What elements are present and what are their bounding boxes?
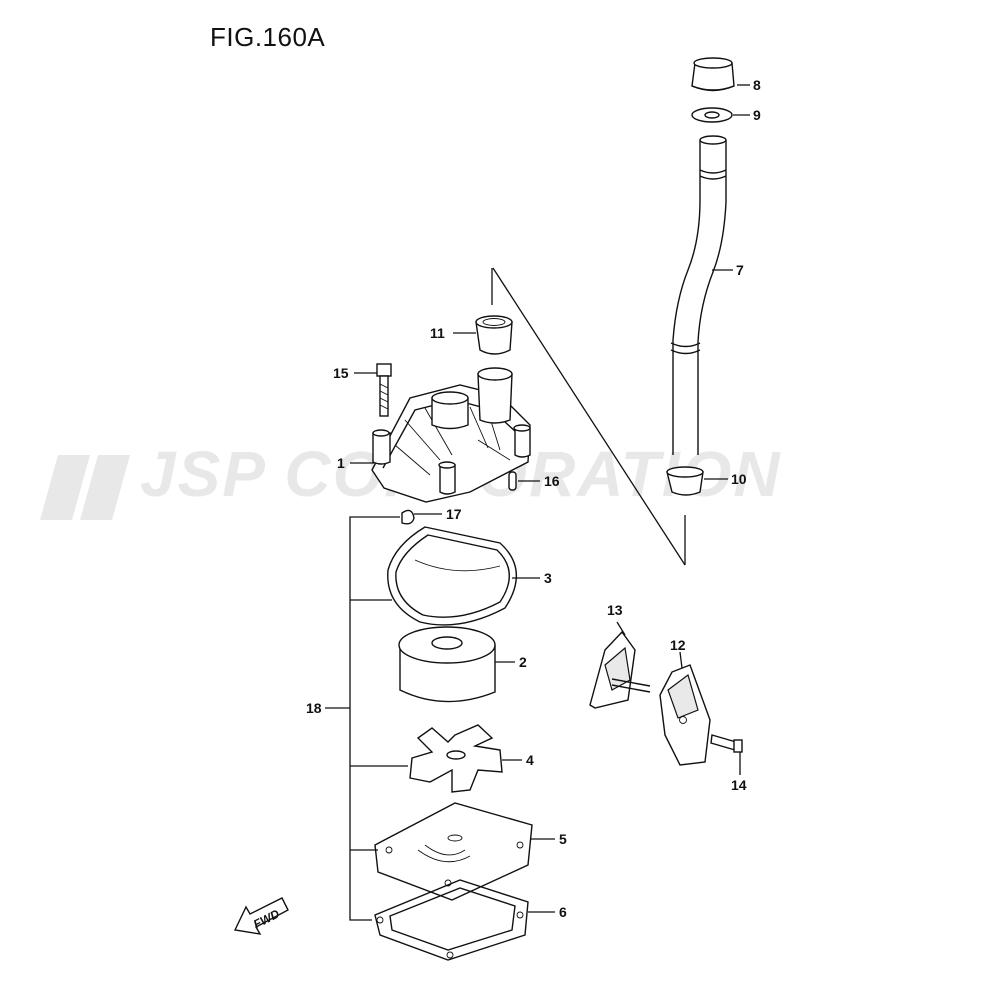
part-16-pin <box>508 471 517 491</box>
watermark-logo-icon <box>40 455 130 520</box>
callout-11: 11 <box>430 325 445 341</box>
callout-12: 12 <box>670 637 686 653</box>
callout-6: 6 <box>559 904 567 920</box>
leader-lines <box>325 84 750 921</box>
callout-labels: 8 9 7 10 11 15 1 16 17 3 2 4 5 6 13 12 1… <box>306 77 761 920</box>
callout-10: 10 <box>731 471 747 487</box>
part-7-water-tube <box>670 135 727 455</box>
part-2-liner <box>398 626 496 703</box>
part-9-washer <box>691 107 733 123</box>
part-1-pump-case <box>371 367 531 503</box>
part-14-screw <box>710 734 743 753</box>
callout-4: 4 <box>526 752 534 768</box>
callout-5: 5 <box>559 831 567 847</box>
callout-14: 14 <box>731 777 747 793</box>
part-6-gasket <box>374 879 529 961</box>
part-8-cap <box>691 57 735 92</box>
fwd-arrow-icon: FWD <box>233 897 289 935</box>
figure-title: FIG.160A <box>210 22 325 52</box>
part-11-grommet <box>475 315 513 355</box>
callout-17: 17 <box>446 506 462 522</box>
callout-18: 18 <box>306 700 322 716</box>
part-15-bolt <box>376 363 392 417</box>
callout-2: 2 <box>519 654 527 670</box>
callout-16: 16 <box>544 473 560 489</box>
part-13-intake-cover <box>589 630 651 709</box>
callout-13: 13 <box>607 602 623 618</box>
part-5-plate <box>374 802 533 901</box>
callout-9: 9 <box>753 107 761 123</box>
callout-8: 8 <box>753 77 761 93</box>
callout-3: 3 <box>544 570 552 586</box>
part-12-intake-cover <box>659 664 711 766</box>
part-10-grommet <box>666 466 704 496</box>
part-3-seal <box>387 526 518 626</box>
part-17-key <box>401 509 415 525</box>
callout-7: 7 <box>736 262 744 278</box>
guide-lines <box>491 267 686 566</box>
part-4-impeller <box>409 724 503 793</box>
callout-1: 1 <box>337 455 345 471</box>
callout-15: 15 <box>333 365 349 381</box>
